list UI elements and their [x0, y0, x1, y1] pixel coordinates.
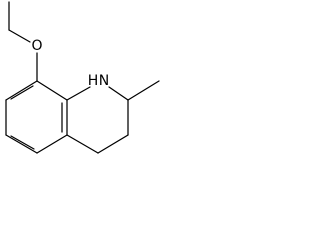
- oxygen-atom-label: O: [31, 38, 42, 54]
- bond-c2-to-methyl: [127, 80, 160, 101]
- bond-c4-to-c4a: [66, 134, 99, 154]
- ring-bond-c8a-c8: [36, 80, 68, 101]
- bond-c8a-to-nitrogen: [66, 86, 91, 101]
- ring-bond-c6-c5: [5, 134, 38, 154]
- ring-double-bond-c8-c7-inner: [10, 85, 34, 100]
- nitrogen-atom-label: N: [99, 73, 109, 89]
- ring-bond-c5-c4a: [36, 134, 68, 154]
- bond-nitrogen-to-c2: [108, 86, 129, 101]
- hydrogen-atom-label: H: [88, 73, 99, 89]
- bond-c3-to-c4: [97, 134, 129, 154]
- ring-bond-c8-c7: [5, 80, 38, 101]
- ring-double-bond-c6-c5-inner: [10, 135, 35, 150]
- bond-methylene-to-oxygen: [8, 29, 31, 43]
- chemical-structure: O N H: [5, 1, 160, 154]
